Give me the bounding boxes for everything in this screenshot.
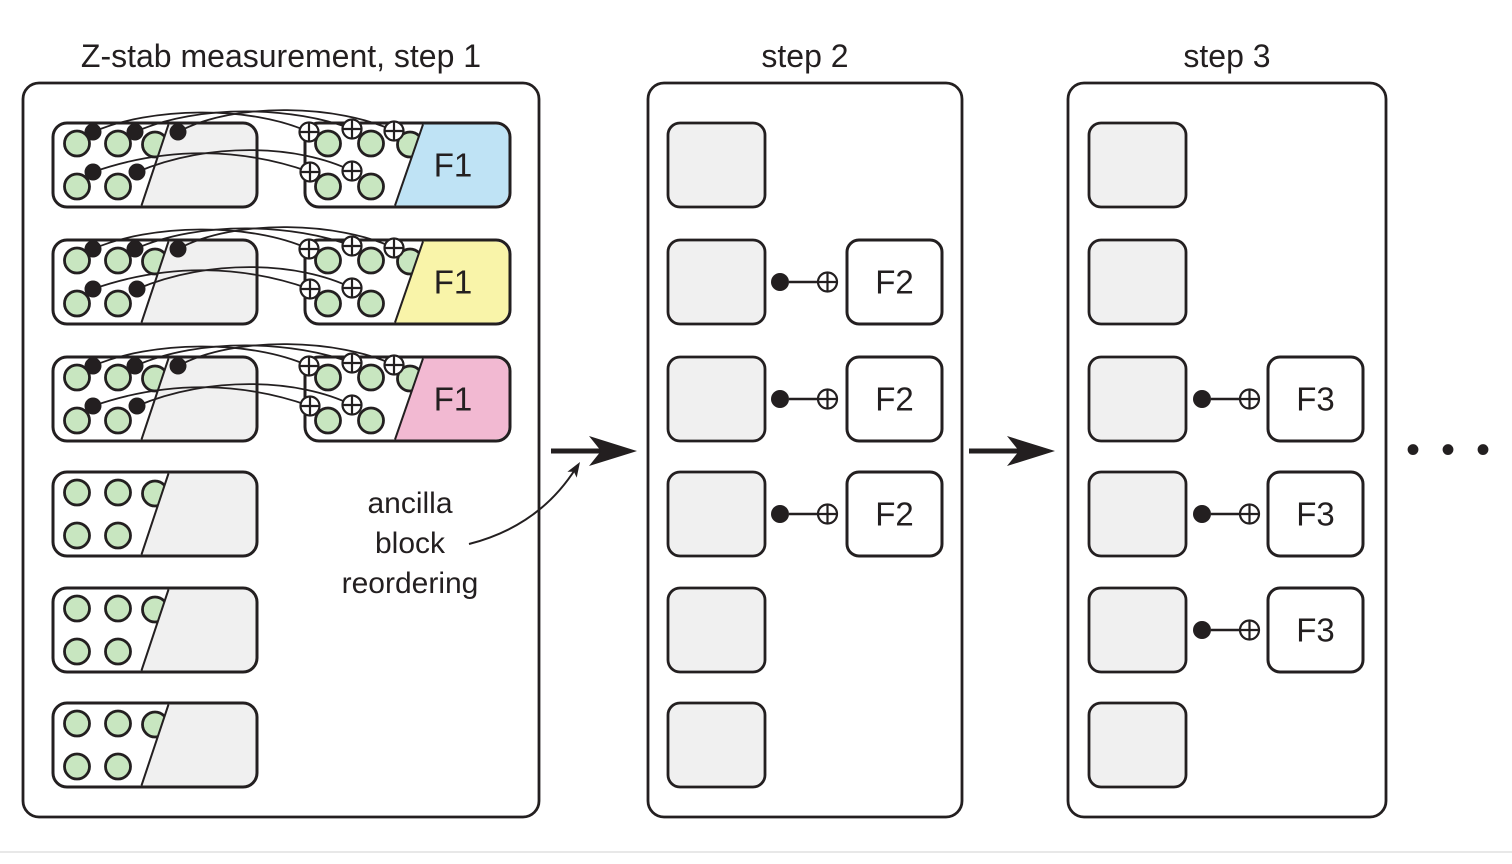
qubit-block [1087,470,1188,558]
panel-title-step3: step 3 [1183,38,1271,74]
data-block-idle [53,588,257,672]
panel-title-step1: Z-stab measurement, step 1 [80,38,482,74]
qubit-block [1087,238,1188,326]
data-block-idle [53,472,257,556]
f2-block-pink: F2 [845,470,944,558]
f2-block-blue: F2 [845,238,944,326]
qubit-block [666,470,767,558]
f-label: F1 [434,147,473,184]
qubit-block [666,238,767,326]
f-label: F3 [1296,381,1335,418]
ancilla-reordering-annotation: ancilla block reordering [300,484,520,604]
qubit-block [666,121,767,209]
qubit-block [1087,586,1188,674]
panel-title-step2: step 2 [761,38,849,74]
page-edge-divider [0,851,1512,853]
step2-to-step3-arrow-icon [969,436,1055,466]
qubit-block [1087,701,1188,789]
qubit-block [666,701,767,789]
qubit-block [1087,355,1188,443]
ancilla-block [305,123,510,207]
f-label: F2 [875,381,914,418]
f-label: F2 [875,496,914,533]
measure-row-1: F1 [53,109,510,207]
f-label: F3 [1296,612,1335,649]
annotation-line: ancilla [367,487,453,520]
measure-row-2: F1 [53,226,510,324]
data-block-idle [53,703,257,787]
f3-block-pink: F3 [1266,586,1365,674]
f-label: F1 [434,381,473,418]
ancilla-block [305,357,510,441]
annotation-line: reordering [341,567,479,600]
measure-row-3: F1 [53,343,510,441]
step1-to-step2-arrow-icon [551,436,637,466]
f3-block-blue: F3 [1266,355,1365,443]
f2-block-yellow: F2 [845,355,944,443]
annotation-line: block [374,527,446,560]
f-label: F2 [875,264,914,301]
ancilla-block [305,240,510,324]
f3-block-yellow: F3 [1266,470,1365,558]
f-label: F1 [434,264,473,301]
qubit-block [666,355,767,443]
f-label: F3 [1296,496,1335,533]
qubit-block [666,586,767,674]
continuation-ellipsis: ••• [1406,428,1512,472]
annotation-pointer-arrow-icon [468,462,580,545]
qubit-block [1087,121,1188,209]
